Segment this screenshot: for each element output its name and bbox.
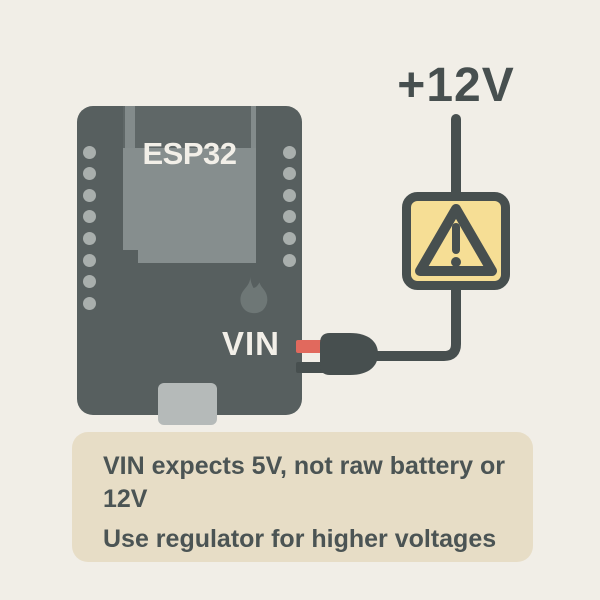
pin-hole (283, 231, 296, 245)
plug-connector (320, 333, 378, 375)
pin-hole (83, 296, 96, 310)
pin-hole (283, 167, 296, 181)
warning-exclamation-dot (451, 257, 461, 267)
pin-hole (83, 167, 96, 181)
flame-icon (240, 276, 268, 314)
warning-triangle-outline (415, 204, 497, 276)
pin-hole (83, 231, 96, 245)
usb-connector (158, 383, 217, 425)
pin-hole (83, 275, 96, 289)
warning-sign-box (402, 192, 510, 290)
caption-line-1: VIN expects 5V, not raw battery or (103, 452, 506, 480)
pin-hole (283, 145, 296, 159)
supply-voltage-label: +12V (397, 59, 515, 112)
vin-pin-label: VIN (221, 325, 280, 362)
pin-hole (283, 210, 296, 224)
caption-line-3: Use regulator for higher voltages (103, 525, 497, 553)
warning-triangle-icon (402, 192, 510, 290)
pin-hole (83, 253, 96, 267)
chip-label: ESP32 (142, 136, 237, 171)
pin-hole (83, 210, 96, 224)
pin-hole (83, 145, 96, 159)
caption-panel: VIN expects 5V, not raw battery or 12V U… (72, 432, 533, 562)
caption-line-2: 12V (103, 485, 148, 513)
esp32-module-chip (123, 148, 256, 263)
supply-wire-bottom (367, 281, 461, 361)
chip-antenna-area (123, 106, 256, 148)
pin-hole (283, 188, 296, 202)
pin-hole (83, 188, 96, 202)
esp32-board: ESP32 VIN (77, 106, 302, 425)
pin-hole (283, 253, 296, 267)
